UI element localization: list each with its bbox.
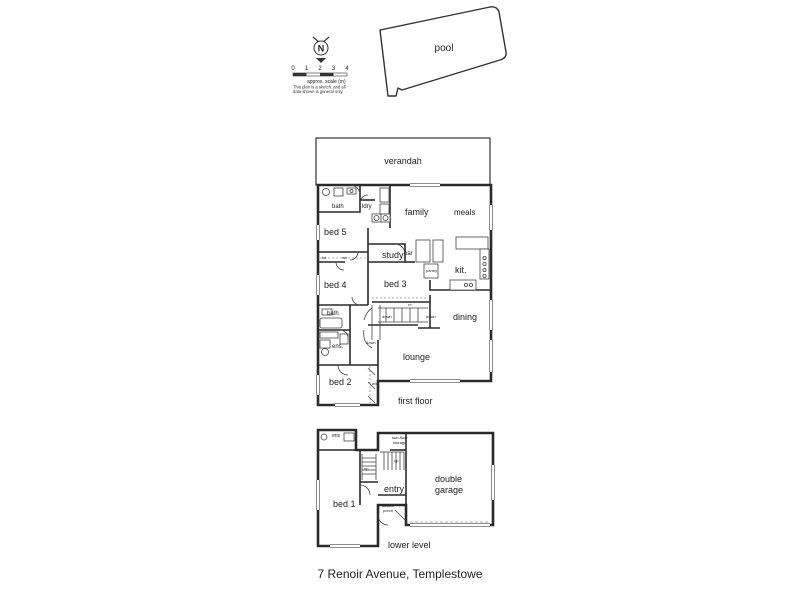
pool-label: pool [435, 43, 454, 54]
room-label-meals: meals [454, 208, 475, 217]
stair-up-label: up [394, 458, 399, 463]
laundry-fixtures [371, 187, 391, 223]
staircase [363, 305, 428, 349]
scale-tick: 2 [318, 66, 322, 72]
upper-bath-fixtures [322, 187, 357, 197]
room-label-bar: bar [404, 251, 413, 257]
kitchen-fixtures [415, 236, 490, 291]
room-label-garage: double [435, 474, 462, 484]
address-title: 7 Renoir Avenue, Templestowe [318, 567, 483, 581]
stair-up-label: up [364, 466, 369, 471]
stair-down-label: down [382, 314, 392, 319]
scale-tick: 0 [291, 66, 295, 72]
room-label-lounge: lounge [403, 352, 430, 362]
lower-bath-fixtures [319, 308, 349, 356]
wir-label: w/r [342, 255, 348, 260]
storage-label: storage [393, 440, 407, 445]
level-label: first floor [398, 396, 433, 406]
scale-bar: 0 1 2 3 4 [291, 66, 349, 77]
level-label: lower level [388, 540, 431, 550]
room-label-dining: dining [453, 312, 477, 322]
room-label-kit: kit. [455, 265, 467, 275]
lower-level: ens sub-floor storage double garage entr… [316, 428, 495, 550]
disclaimer-line: This plan is a sketch, and all [293, 85, 346, 90]
room-label-ens: ens. [332, 344, 344, 350]
room-label-ens: ens [332, 433, 341, 439]
room-label-ldry: ldry [362, 204, 372, 210]
lower-ens-fixtures [320, 432, 355, 442]
room-label-study: study [382, 250, 404, 260]
room-label-bath: bath [327, 311, 339, 317]
north-arrow-icon: N [312, 36, 330, 63]
window-marks [316, 465, 495, 548]
room-label-bed1: bed 1 [333, 499, 356, 509]
compass-legend: N 0 1 2 3 4 approx. scale (m) This plan … [291, 36, 349, 94]
robe-marks [320, 257, 428, 403]
stair-down-label: down [366, 340, 376, 345]
room-label-bed4: bed 4 [324, 280, 347, 290]
porch-label: porch [383, 508, 393, 513]
scale-tick: 1 [305, 66, 309, 72]
verandah-label: verandah [384, 156, 422, 166]
staircase [361, 451, 405, 480]
pool: pool [379, 6, 507, 97]
disclaimer-line: data shown is general only. [293, 89, 343, 94]
door-swings [335, 184, 406, 404]
first-floor: verandah [315, 137, 493, 407]
room-label-bed2: bed 2 [329, 377, 352, 387]
room-label-garage: garage [435, 485, 463, 495]
door-swings [359, 484, 406, 526]
robes-label: r/r [408, 302, 412, 307]
porch-label: secure [382, 503, 395, 508]
wir-label: w/r [372, 381, 378, 386]
window-marks [316, 183, 493, 407]
scale-tick: 3 [332, 66, 336, 72]
room-label-bath: bath [332, 204, 344, 210]
bir-label: b/r [322, 255, 327, 260]
storage-label: sub-floor [392, 435, 408, 440]
scale-label: approx. scale (m) [307, 79, 346, 85]
north-label: N [318, 44, 325, 54]
scale-tick: 4 [345, 66, 349, 72]
room-label-family: family [405, 207, 429, 217]
verandah [315, 137, 491, 186]
room-label-entry: entry [384, 484, 405, 494]
room-label-bed3: bed 3 [384, 279, 407, 289]
interior-walls [318, 433, 407, 505]
stair-down-label: down [426, 314, 436, 319]
pantry-label: pantry [426, 268, 437, 273]
room-label-bed5: bed 5 [324, 227, 347, 237]
